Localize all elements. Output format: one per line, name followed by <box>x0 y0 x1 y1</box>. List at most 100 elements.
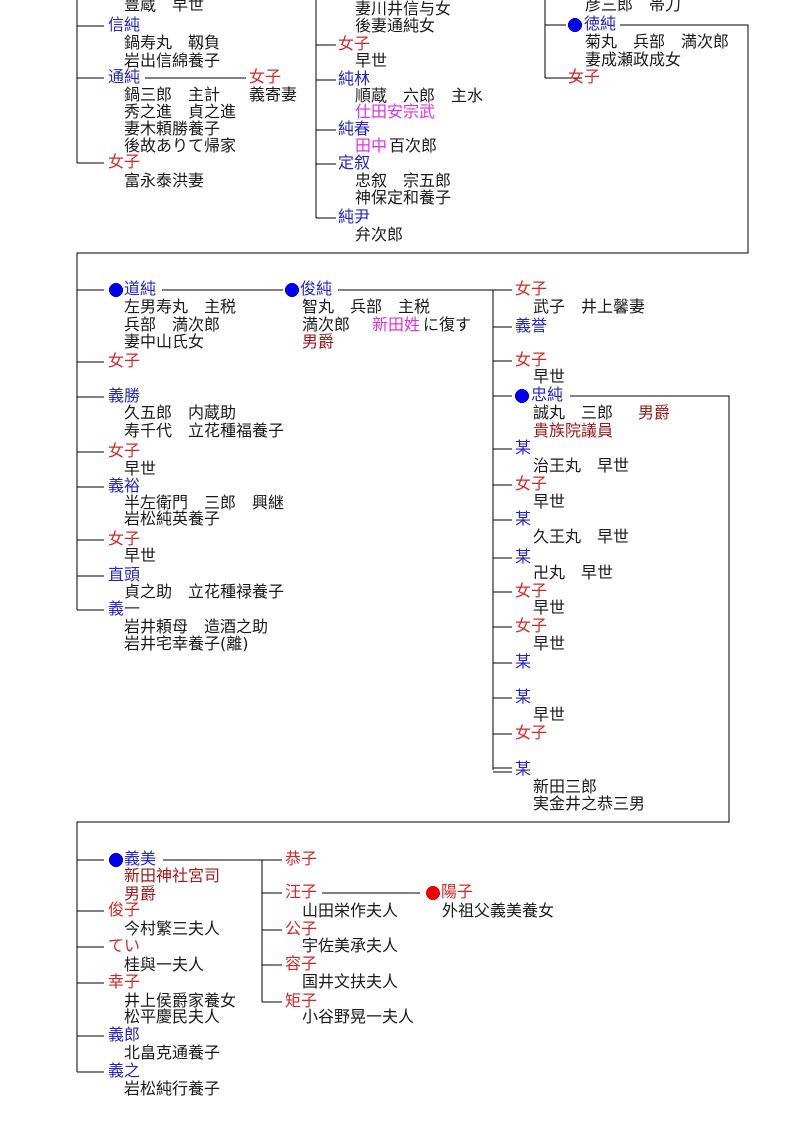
connector-line <box>315 0 336 219</box>
person-detail: 満次郎 <box>302 315 351 334</box>
person-name: 徳純 <box>584 14 617 33</box>
person-detail: 秀之進 貞之進 <box>124 102 237 121</box>
person-detail: 井上侯爵家養女 <box>124 991 237 1010</box>
person-name: 某 <box>515 438 532 457</box>
connector-line <box>76 24 749 610</box>
person-detail: 妻中山氏女 <box>124 332 205 351</box>
heir-dot-icon <box>515 389 529 403</box>
person-name: 純林 <box>338 69 371 88</box>
person-detail: 桂與一夫人 <box>124 955 205 974</box>
person-name: 女子 <box>515 723 548 742</box>
person-detail: 早世 <box>533 492 566 511</box>
person-detail: 貞之助 立花種禄養子 <box>124 582 285 601</box>
person-name: 女子 <box>515 279 548 298</box>
person-detail: 岩出信綿養子 <box>124 51 221 70</box>
connector-line <box>76 0 246 164</box>
connector-line <box>493 289 512 773</box>
person-name: 女子 <box>108 152 141 171</box>
person-detail: 宇佐美承夫人 <box>302 936 399 955</box>
person-name: 直頭 <box>108 565 141 584</box>
person-name: 女子 <box>515 581 548 600</box>
person-detail: 鍋三郎 主計 <box>124 85 221 104</box>
person-detail: 順蔵 六郎 主水 <box>355 86 484 105</box>
person-detail: 仕田安宗武 <box>355 102 436 121</box>
person-detail: 半左衛門 三郎 興継 <box>124 493 285 512</box>
person-detail: 早世 <box>355 51 388 70</box>
person-detail: 武子 井上馨妻 <box>533 297 646 316</box>
female-heir-dot-icon <box>426 886 440 900</box>
person-detail: 彦三郎 帯刀 <box>585 0 682 14</box>
person-name: 女子 <box>515 350 548 369</box>
person-name: 俊純 <box>300 279 333 298</box>
connector-line <box>77 289 104 611</box>
person-name: 義勝 <box>108 386 141 405</box>
person-name: 女子 <box>249 67 282 86</box>
person-detail: 外祖父義美養女 <box>442 901 555 920</box>
person-name: 純尹 <box>338 207 371 226</box>
person-detail: 妻川井信与女 <box>355 0 452 18</box>
person-name: 通純 <box>108 67 141 86</box>
heir-dot-icon <box>109 283 123 297</box>
person-detail: 後故ありて帰家 <box>124 136 237 155</box>
person-name: 女子 <box>515 616 548 635</box>
person-detail: 富永泰洪妻 <box>124 171 205 190</box>
person-detail: 小谷野晃一夫人 <box>302 1007 415 1026</box>
person-title: 男爵 <box>302 332 335 351</box>
person-detail: 弁次郎 <box>355 225 404 244</box>
person-detail: 岩井頼母 造酒之助 <box>124 617 269 636</box>
person-name: 容子 <box>285 954 318 973</box>
person-detail: 智丸 兵部 主税 <box>302 297 431 316</box>
person-detail: 誠丸 三郎 <box>533 403 614 422</box>
person-detail: 久王丸 早世 <box>533 527 630 546</box>
person-detail: 岩松純行養子 <box>124 1079 221 1098</box>
person-name: 某 <box>515 759 532 778</box>
person-detail: 百次郎 <box>389 136 438 155</box>
connector-line <box>162 289 494 770</box>
person-detail: 早世 <box>533 598 566 617</box>
person-detail: 岩松純英養子 <box>124 509 221 528</box>
person-detail: に復す <box>423 315 472 334</box>
person-detail: 北畠克通養子 <box>124 1043 221 1062</box>
person-name: 義誉 <box>515 316 548 335</box>
person-detail: 国井文扶夫人 <box>302 972 399 991</box>
person-title: 男爵 <box>124 884 157 903</box>
connector-line <box>76 395 730 1072</box>
person-title: 新田神社宮司 <box>124 866 221 885</box>
person-detail: 山田栄作夫人 <box>302 901 399 920</box>
person-name: 女子 <box>108 529 141 548</box>
connector-line <box>544 0 582 79</box>
person-detail: 新田姓 <box>372 315 421 334</box>
person-name: 信純 <box>108 15 141 34</box>
person-name: 公子 <box>285 919 318 938</box>
person-detail: 久五郎 内蔵助 <box>124 403 237 422</box>
person-detail: 菊丸 兵部 満次郎 <box>585 32 730 51</box>
person-detail: 松平慶民夫人 <box>124 1007 221 1026</box>
person-name: 女子 <box>515 474 548 493</box>
person-detail: 岩井宅幸養子(離) <box>124 634 249 653</box>
person-detail: 左男寿丸 主税 <box>124 297 237 316</box>
person-detail: 今村繁三夫人 <box>124 919 221 938</box>
heir-dot-icon <box>285 283 299 297</box>
person-name: 義美 <box>124 849 157 868</box>
person-detail: 豊蔵 早世 <box>124 0 205 14</box>
person-name: 恭子 <box>285 849 318 868</box>
person-detail: 忠叙 宗五郎 <box>355 171 452 190</box>
person-detail: 治王丸 早世 <box>533 456 630 475</box>
person-name: 義一 <box>108 599 141 618</box>
person-detail: 早世 <box>533 705 566 724</box>
person-name: 汪子 <box>285 882 318 901</box>
person-name: 某 <box>515 509 532 528</box>
person-name: 矩子 <box>285 991 318 1010</box>
person-name: 陽子 <box>441 882 474 901</box>
person-name: 女子 <box>568 67 601 86</box>
person-name: 女子 <box>108 351 141 370</box>
person-name: 幸子 <box>108 972 141 991</box>
person-detail: 兵部 満次郎 <box>124 315 221 334</box>
person-name: 俊子 <box>108 900 141 919</box>
person-title: 男爵 <box>638 403 671 422</box>
person-name: 義之 <box>108 1061 141 1080</box>
person-name: 女子 <box>108 441 141 460</box>
person-detail: 早世 <box>533 634 566 653</box>
